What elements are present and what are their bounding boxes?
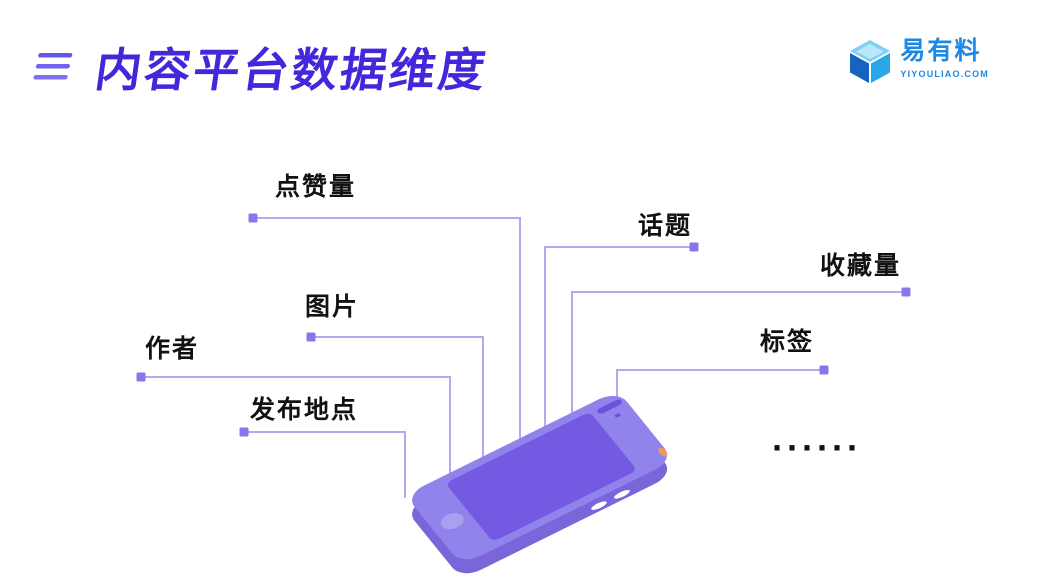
- callout-marker-topic: [689, 242, 699, 252]
- slide-header: 内容平台数据维度: [30, 34, 491, 100]
- callout-markers: [136, 213, 911, 437]
- callout-marker-author: [136, 372, 146, 382]
- callout-marker-tags: [819, 365, 829, 375]
- phone-side-buttons: [591, 489, 630, 510]
- phone-camera-dot: [614, 413, 621, 418]
- phone-speaker: [597, 399, 622, 414]
- callout-line-images: [311, 336, 484, 468]
- brand-text: 易有料 YIYOULIAO.COM: [900, 37, 989, 79]
- callout-label-likes: 点赞量: [275, 173, 357, 201]
- callout-lines: [141, 217, 906, 498]
- callout-label-topic: 话题: [638, 212, 693, 240]
- callout-label-author: 作者: [145, 335, 200, 363]
- callout-marker-location: [239, 427, 249, 437]
- callout-label-more: ······: [772, 427, 862, 468]
- phone-screen: [447, 413, 635, 540]
- callout-label-images: 图片: [305, 293, 360, 321]
- phone-home-button: [440, 513, 464, 530]
- callout-marker-likes: [248, 213, 258, 223]
- phone-power-button: [658, 447, 668, 457]
- callout-marker-images: [306, 332, 316, 342]
- callout-label-location: 发布地点: [250, 396, 359, 424]
- callout-label-tags: 标签: [760, 328, 815, 356]
- callout-line-favorites: [571, 291, 906, 432]
- callout-line-location: [244, 431, 406, 498]
- phone-face: [412, 395, 668, 560]
- brand-logo: 易有料 YIYOULIAO.COM: [848, 37, 989, 84]
- callout-label-favorites: 收藏量: [820, 252, 902, 280]
- callout-line-author: [141, 376, 451, 488]
- logo-domain: YIYOULIAO.COM: [900, 68, 989, 79]
- callout-line-topic: [544, 246, 694, 447]
- smartphone-illustration: [412, 395, 668, 574]
- logo-cube-icon: [850, 40, 891, 83]
- callout-line-likes: [253, 217, 521, 452]
- callout-marker-favorites: [901, 287, 911, 297]
- menu-icon: [33, 53, 73, 80]
- logo-name: 易有料: [900, 37, 982, 65]
